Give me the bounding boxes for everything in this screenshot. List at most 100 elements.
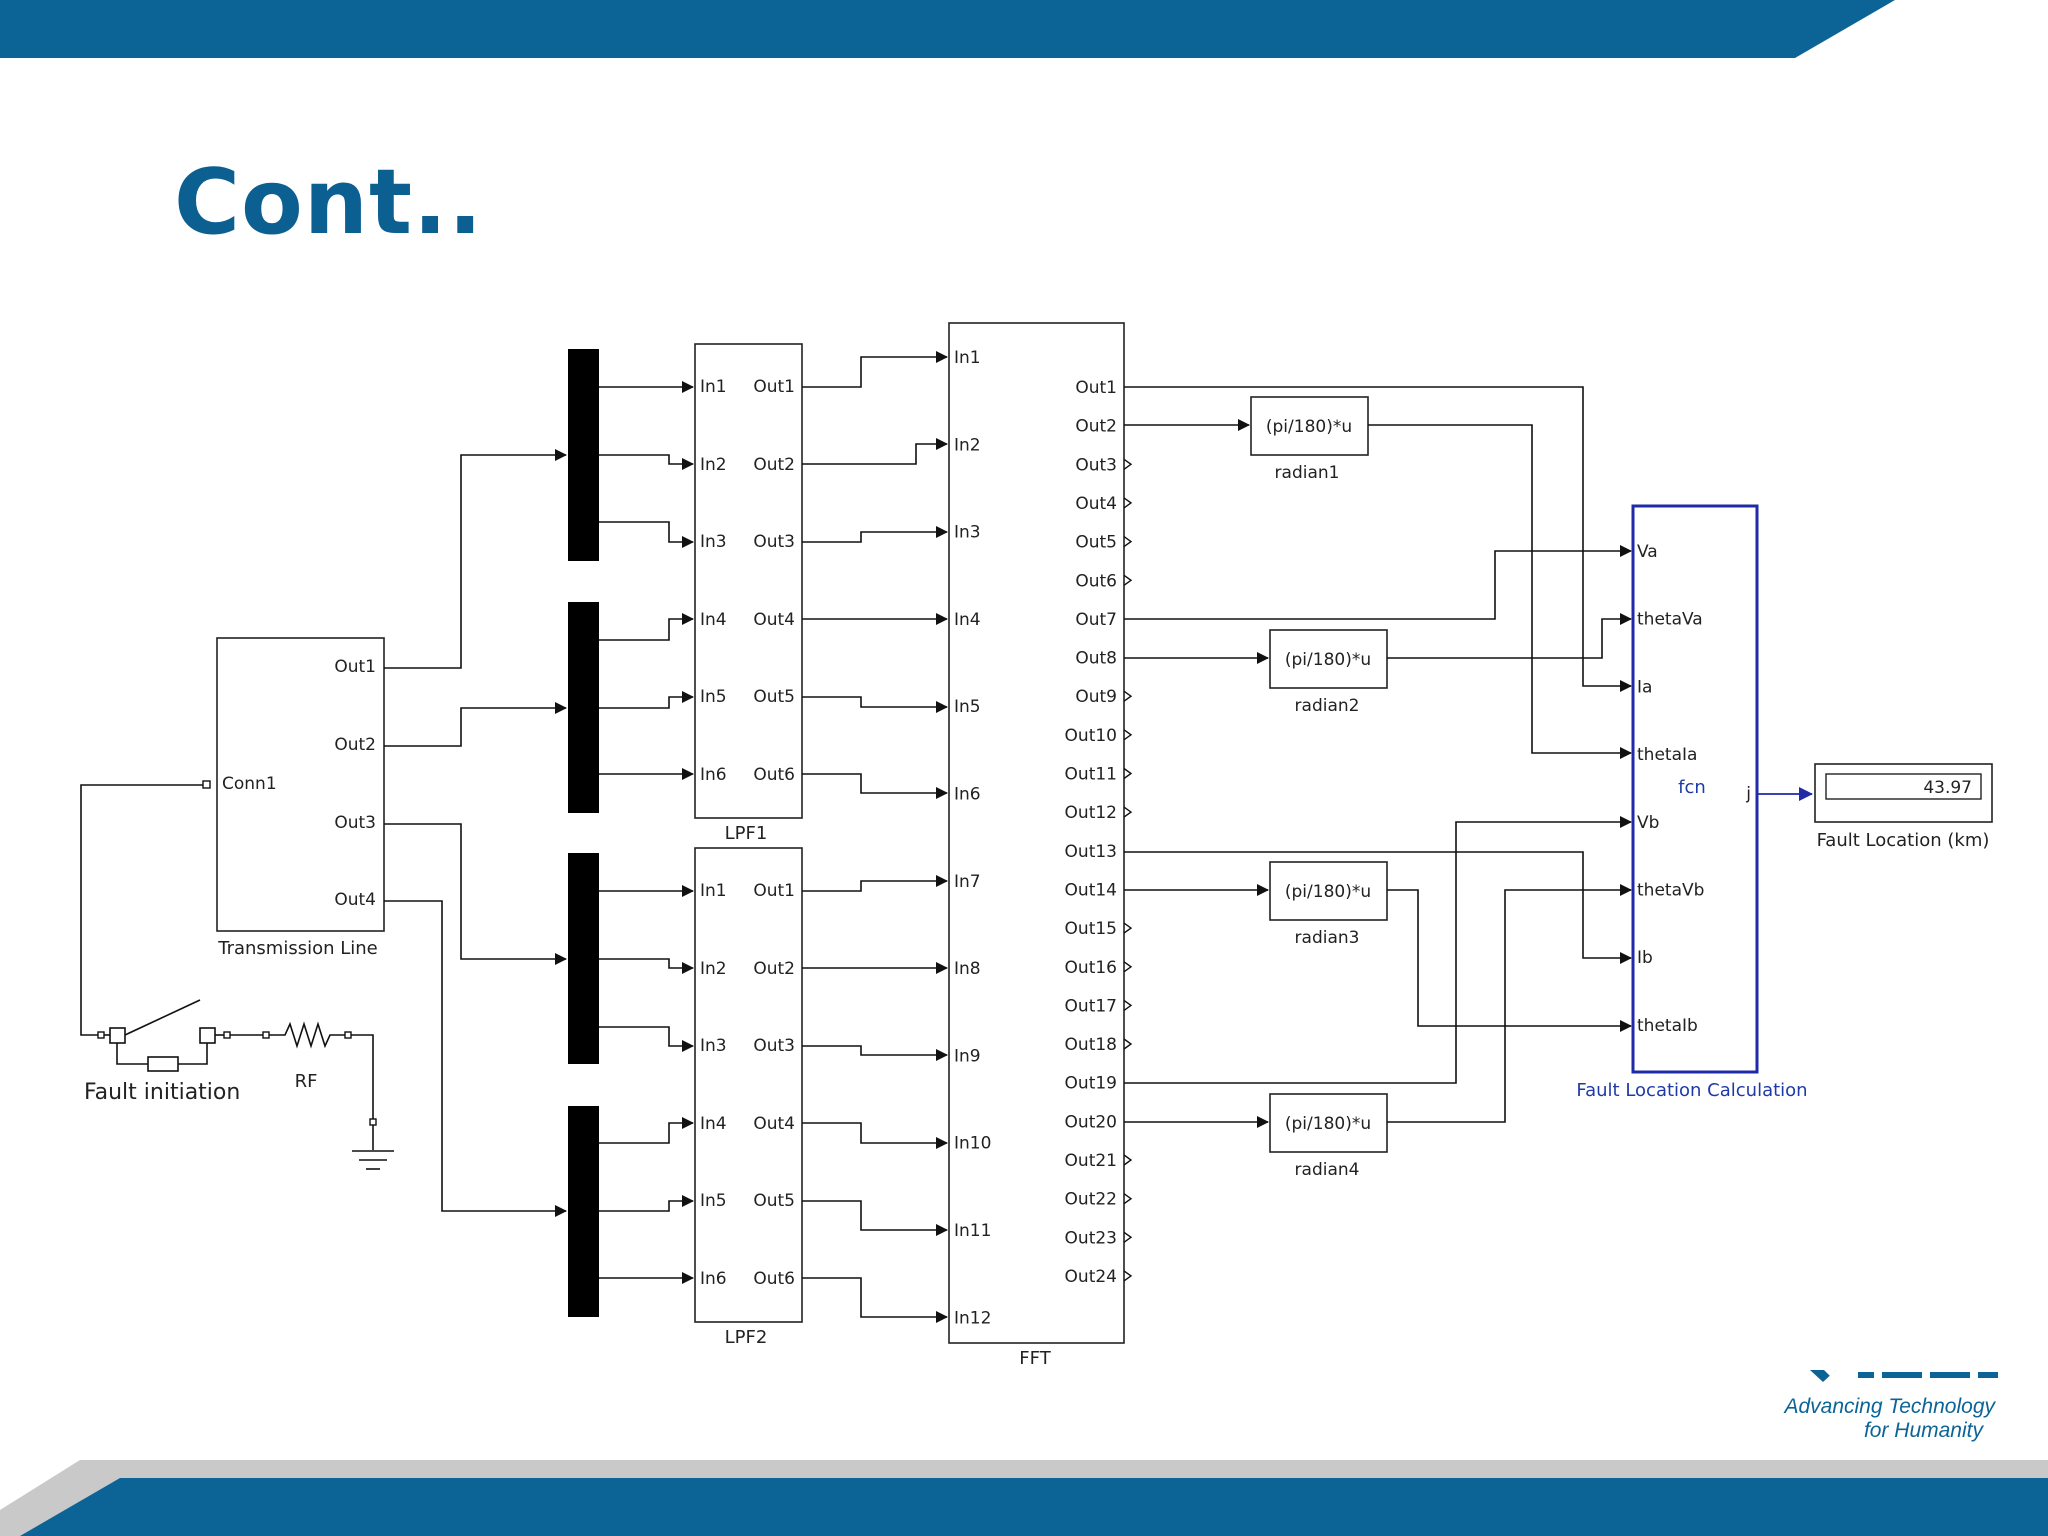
logo-tagline-1: Advancing Technology: [1782, 1395, 1996, 1418]
lpf1-in-port: In2: [700, 455, 727, 475]
lpf1-in-port: In6: [700, 765, 727, 785]
demux-bar-3[interactable]: [568, 853, 599, 1064]
rf-resistor[interactable]: RF: [230, 1021, 394, 1170]
display-value: 43.97: [1923, 778, 1972, 798]
fft-in-port: In10: [954, 1134, 991, 1154]
fft-to-calc-wires: [1124, 386, 1632, 1128]
fft-open-port-tip: [1123, 922, 1133, 934]
calc-in-port: Vb: [1637, 813, 1659, 833]
fault-initiation-block[interactable]: Fault initiation: [80, 780, 240, 1105]
radian3-expr: (pi/180)*u: [1285, 882, 1371, 902]
lpf1-out-port: Out2: [753, 455, 795, 475]
fft-open-port-tip: [1123, 961, 1133, 973]
fft-block[interactable]: In1In2In3In4In5In6In7In8In9In10In11In12 …: [948, 322, 1125, 1369]
lpf2-out-port: Out4: [753, 1114, 795, 1134]
calc-in-port: Ia: [1637, 677, 1652, 697]
radian2-expr: (pi/180)*u: [1285, 650, 1371, 670]
fft-out-port: Out15: [1065, 919, 1117, 939]
lpf1-out-port: Out3: [753, 532, 795, 552]
radian3-label: radian3: [1295, 928, 1360, 948]
demux-bar-1[interactable]: [568, 349, 599, 561]
lpf2-out-port: Out6: [753, 1269, 795, 1289]
fault-location-display[interactable]: 43.97 Fault Location (km): [1814, 763, 1993, 851]
display-label: Fault Location (km): [1817, 830, 1990, 851]
radian2-label: radian2: [1295, 696, 1360, 716]
fft-out-port: Out13: [1065, 842, 1117, 862]
fft-open-port-tip: [1123, 1154, 1133, 1166]
fft-out-port: Out9: [1075, 687, 1117, 707]
fft-in-port: In6: [954, 785, 981, 805]
fft-open-port-tip: [1123, 458, 1133, 470]
demux-to-lpf-wires: [599, 381, 694, 1284]
fft-in-port: In9: [954, 1046, 981, 1066]
demux-bar-2[interactable]: [568, 602, 599, 813]
fft-out-port: Out4: [1075, 494, 1117, 514]
lpf2-out-port: Out3: [753, 1036, 795, 1056]
fft-in-port: In11: [954, 1221, 991, 1241]
fft-out-port: Out12: [1065, 803, 1117, 823]
calc-in-port: Va: [1637, 542, 1658, 562]
fft-open-port-marks: [1123, 458, 1133, 1282]
lpf2-in-port: In5: [700, 1191, 727, 1211]
lpf2-label: LPF2: [725, 1327, 768, 1348]
lpf2-block[interactable]: In1 In2 In3 In4 In5 In6 Out1 Out2 Out3 O…: [694, 847, 803, 1348]
radian4-label: radian4: [1295, 1160, 1360, 1180]
logo-tagline-2: for Humanity: [1864, 1419, 1985, 1442]
fft-in-port: In8: [954, 959, 981, 979]
lpf1-in-port: In1: [700, 377, 727, 397]
fft-open-port-tip: [1123, 1270, 1133, 1282]
fft-out-port: Out20: [1065, 1112, 1117, 1132]
fft-in-port: In1: [954, 348, 981, 368]
tl-out-port: Out3: [334, 813, 376, 833]
fft-in-port: In5: [954, 697, 981, 717]
fft-out-port: Out2: [1075, 417, 1117, 437]
demux-bar-4[interactable]: [568, 1106, 599, 1317]
lpf1-in-port: In4: [700, 610, 727, 630]
lpf-to-fft-wires: [802, 351, 948, 1323]
fft-in-port: In12: [954, 1308, 991, 1328]
radian4-block[interactable]: (pi/180)*u radian4: [1269, 1093, 1388, 1180]
radian1-expr: (pi/180)*u: [1266, 417, 1352, 437]
fft-out-port: Out24: [1065, 1267, 1117, 1287]
lpf1-in-port: In5: [700, 687, 727, 707]
lpf1-out-port: Out4: [753, 610, 795, 630]
transmission-line-block[interactable]: Conn1 Out1 Out2 Out3 Out4 Transmission L…: [216, 637, 385, 959]
fault-initiation-label: Fault initiation: [84, 1080, 240, 1105]
fft-open-port-tip: [1123, 1038, 1133, 1050]
fft-out-port: Out17: [1065, 996, 1117, 1016]
fft-out-port: Out3: [1075, 455, 1117, 475]
radian3-block[interactable]: (pi/180)*u radian3: [1269, 861, 1388, 948]
fft-open-port-tip: [1123, 767, 1133, 780]
lpf2-in-port: In6: [700, 1269, 727, 1289]
top-banner: [0, 0, 1895, 58]
fft-open-port-tip: [1123, 1231, 1133, 1243]
radian1-block[interactable]: (pi/180)*u radian1: [1250, 396, 1369, 483]
calc-in-port: thetaIa: [1637, 745, 1697, 765]
slide-title: Cont..: [174, 150, 484, 255]
fft-open-port-tip: [1123, 806, 1133, 818]
lpf1-label: LPF1: [725, 823, 768, 844]
radian4-expr: (pi/180)*u: [1285, 1114, 1371, 1134]
tl-out-port: Out1: [334, 657, 376, 677]
lpf1-block[interactable]: In1 In2 In3 In4 In5 In6 Out1 Out2 Out3 O…: [694, 343, 803, 844]
fft-out-port: Out21: [1065, 1151, 1117, 1171]
fft-in-port: In4: [954, 610, 981, 630]
lpf2-in-port: In1: [700, 881, 727, 901]
tl-to-demux-wires: [384, 449, 567, 1217]
calc-in-port: thetaVb: [1637, 881, 1704, 901]
fft-open-port-tip: [1123, 536, 1133, 548]
radian2-block[interactable]: (pi/180)*u radian2: [1269, 629, 1388, 716]
lpf2-out-port: Out5: [753, 1191, 795, 1211]
fft-out-port: Out11: [1065, 765, 1117, 785]
fft-out-port: Out6: [1075, 571, 1117, 591]
fft-out-port: Out1: [1075, 378, 1117, 398]
lpf2-out-port: Out2: [753, 959, 795, 979]
lpf1-out-port: Out6: [753, 765, 795, 785]
fft-out-port: Out14: [1065, 881, 1117, 901]
company-logo: Advancing Technology for Humanity: [1782, 1370, 1998, 1442]
rf-label: RF: [295, 1071, 318, 1092]
fft-open-port-tip: [1123, 574, 1133, 586]
fft-out-port: Out5: [1075, 533, 1117, 553]
fft-open-port-tip: [1123, 1193, 1133, 1205]
